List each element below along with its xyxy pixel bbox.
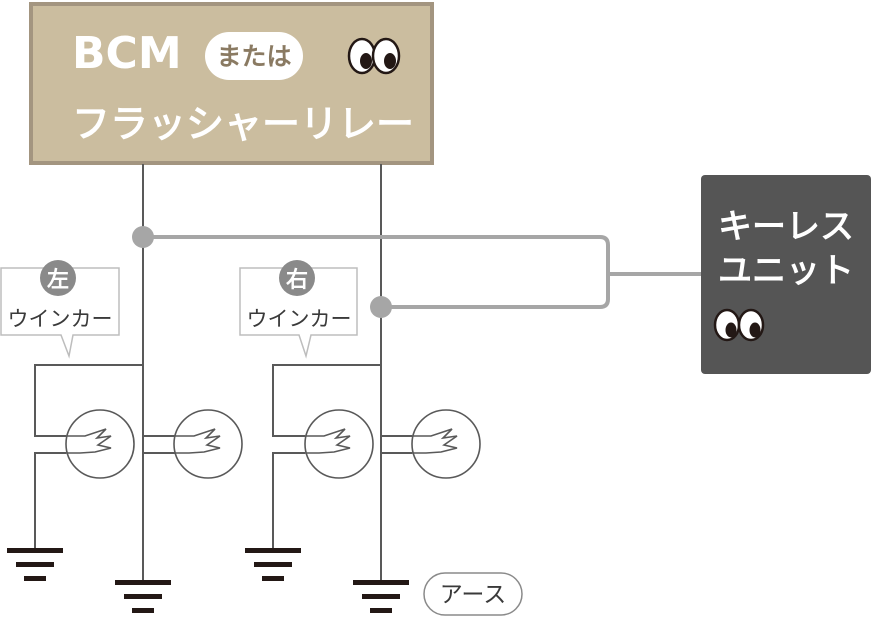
bcm-title: BCM [72,28,182,79]
ground-symbol [7,548,63,581]
lamp-branch-wires [34,364,412,548]
ground-symbol [115,580,171,613]
or-badge-label: または [216,42,291,71]
eyes-icon [347,37,401,75]
ground-symbol [353,580,409,613]
bcm-box: BCM または フラッシャーリレー [29,2,434,165]
junction-right [370,296,392,318]
left-turn-signal-label: ウインカー [8,307,113,331]
or-badge [205,32,303,80]
left-turn-signal-callout: 左 ウインカー [0,260,120,359]
ground-symbol [245,548,301,581]
right-marker [279,260,315,296]
lamp-symbol [411,409,481,479]
keyless-label-line1: キーレス [718,207,854,247]
eyes-icon [713,308,765,342]
main-wires [142,164,382,580]
right-turn-signal-callout: 右 ウインカー [239,260,358,359]
right-marker-label: 右 [286,268,308,293]
lamp-symbol [173,409,243,479]
flasher-relay-label: フラッシャーリレー [72,102,414,146]
keyless-signal-wires [143,235,701,309]
junction-left [132,226,154,248]
lamp-symbol [304,409,374,479]
left-marker [40,260,76,296]
keyless-label-line2: ユニット [718,251,854,291]
keyless-unit-box: キーレス ユニット [701,175,871,374]
right-turn-signal-label: ウインカー [247,307,352,331]
left-marker-label: 左 [47,267,69,293]
ground-label-pill: アース [423,572,523,616]
lamp-symbol [65,409,135,479]
ground-label: アース [440,582,506,608]
